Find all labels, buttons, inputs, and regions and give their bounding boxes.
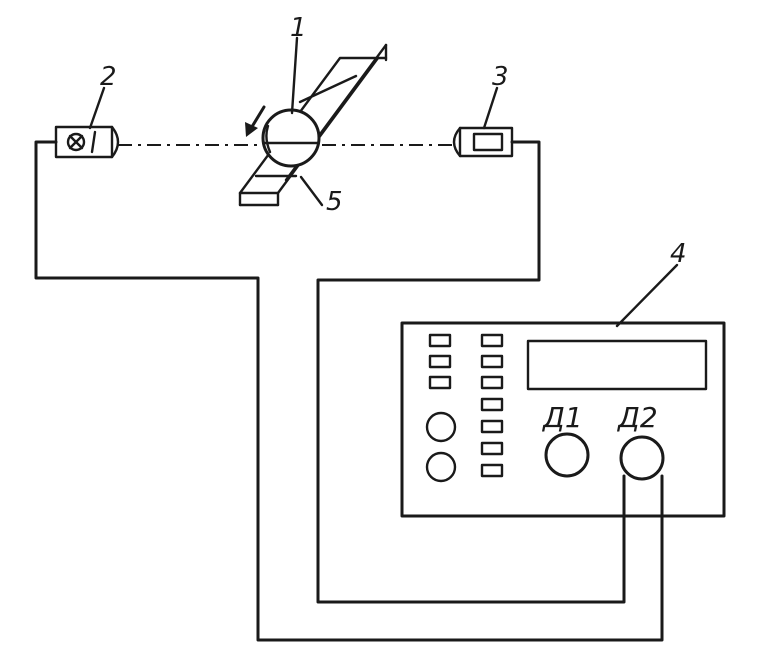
- measuring-instrument: Д1 Д2: [400, 321, 726, 518]
- socket-2: [619, 435, 665, 481]
- wire-source-loop: [34, 140, 664, 642]
- wire-detector-loop: [316, 140, 626, 604]
- callout-3: 3: [492, 62, 509, 92]
- socket-1: [544, 432, 590, 478]
- photodetector: [452, 126, 514, 158]
- light-source: [54, 125, 120, 159]
- leader-3: [482, 86, 499, 130]
- leader-2: [88, 86, 106, 130]
- socket-1-label: Д1: [541, 401, 583, 434]
- leader-5: [299, 175, 324, 207]
- knob-upper: [425, 411, 457, 443]
- lamp-icon: [66, 132, 86, 152]
- instrument-display: [526, 339, 708, 391]
- right-button-column: [480, 333, 504, 478]
- socket-2-label: Д2: [616, 401, 658, 434]
- guide-rail: [238, 43, 388, 207]
- leader-4: [615, 263, 679, 328]
- sample-disc: [261, 108, 321, 168]
- callout-1: 1: [290, 13, 307, 43]
- callout-2: 2: [100, 62, 117, 92]
- callout-5: 5: [326, 187, 343, 217]
- motion-arrow: [245, 105, 266, 137]
- knob-lower: [425, 451, 457, 483]
- left-button-column: [428, 333, 452, 390]
- callout-4: 4: [670, 239, 687, 269]
- leader-1: [290, 36, 299, 115]
